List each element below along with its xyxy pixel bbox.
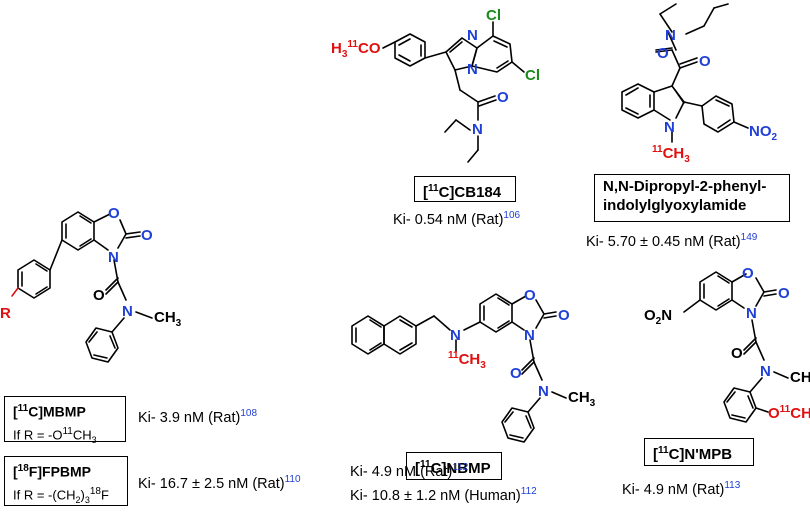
mbmp-ring-o: O xyxy=(108,205,120,222)
nmpb-no2: O2N xyxy=(644,307,672,327)
ndpi-ki: Ki- 5.70 ± 0.45 nM (Rat)149 xyxy=(586,232,758,250)
nmpb-n-methyl: CH3 xyxy=(790,369,810,389)
mbmp-amide-n: N xyxy=(122,303,133,320)
ndpi-carbonyl-o2: O xyxy=(699,53,711,70)
cb184-name-box: [11C]CB184 xyxy=(414,176,516,202)
nbmp-amide-n: N xyxy=(538,383,549,400)
nmpb-ome-label: O11CH3 xyxy=(768,404,810,425)
nbmp-ring-n: N xyxy=(524,327,535,344)
cb184-amide-o: O xyxy=(497,89,509,106)
nbmp-amide-o: O xyxy=(510,365,522,382)
structure-nmpb xyxy=(683,271,789,423)
ndpi-amide-n: N xyxy=(665,27,676,44)
cb184-cl-top: Cl xyxy=(486,7,501,24)
mbmp-r-group: R xyxy=(0,305,11,322)
nbmp-carbonyl-o: O xyxy=(558,307,570,324)
cb184-amide-n: N xyxy=(472,121,483,138)
nbmp-n-methyl: CH3 xyxy=(568,389,596,409)
mbmp-ki: Ki- 3.9 nM (Rat)108 xyxy=(138,408,258,426)
nbmp-amine-n: N xyxy=(450,327,461,344)
structure-ndpi xyxy=(621,3,749,143)
nbmp-ki-rat: Ki- 4.9 nM (Rat)112 xyxy=(350,462,469,480)
nmpb-ring-o: O xyxy=(742,265,754,282)
ndpi-carbonyl-o1: O xyxy=(657,45,669,62)
ndpi-no2: NO2 xyxy=(749,123,778,143)
nbmp-nme-label: 11CH3 xyxy=(448,350,486,371)
mbmp-carbonyl-o: O xyxy=(141,227,153,244)
nmpb-ki: Ki- 4.9 nM (Rat)113 xyxy=(622,480,741,498)
structure-cb184 xyxy=(382,21,525,163)
fpbmp-name-box: [18F]FPBMP If R = -(CH2)318F xyxy=(4,456,128,506)
structure-nbmp xyxy=(351,293,567,443)
ndpi-indole-n: N xyxy=(664,119,675,136)
cb184-methoxy-label: H311CO xyxy=(331,39,381,60)
ndpi-name-box: N,N-Dipropyl-2-phenyl- indolylglyoxylami… xyxy=(594,174,790,222)
mbmp-n-methyl: CH3 xyxy=(154,309,182,329)
structure-mbmp xyxy=(11,211,153,363)
mbmp-ring-n: N xyxy=(108,249,119,266)
mbmp-amide-o: O xyxy=(93,287,105,304)
nmpb-carbonyl-o: O xyxy=(778,285,790,302)
nmpb-name-box: [11C]N'MPB xyxy=(644,438,754,466)
nbmp-name-box: [11C]NBMP xyxy=(406,452,502,480)
ndpi-nme-label: 11CH3 xyxy=(652,144,690,165)
nbmp-ring-o: O xyxy=(524,287,536,304)
cb184-bridge-n: N xyxy=(467,61,478,78)
cb184-imidazole-n: N xyxy=(467,27,478,44)
cb184-cl-right: Cl xyxy=(525,67,540,84)
nmpb-amide-n: N xyxy=(760,363,771,380)
mbmp-name-box: [11C]MBMP If R = -O11CH3 xyxy=(4,396,126,445)
nmpb-ring-n: N xyxy=(746,305,757,322)
cb184-ki: Ki- 0.54 nM (Rat)106 xyxy=(393,210,521,228)
fpbmp-ki: Ki- 16.7 ± 2.5 nM (Rat)110 xyxy=(138,474,301,492)
nbmp-ki-human: Ki- 10.8 ± 1.2 nM (Human)112 xyxy=(350,486,537,504)
nmpb-amide-o: O xyxy=(731,345,743,362)
